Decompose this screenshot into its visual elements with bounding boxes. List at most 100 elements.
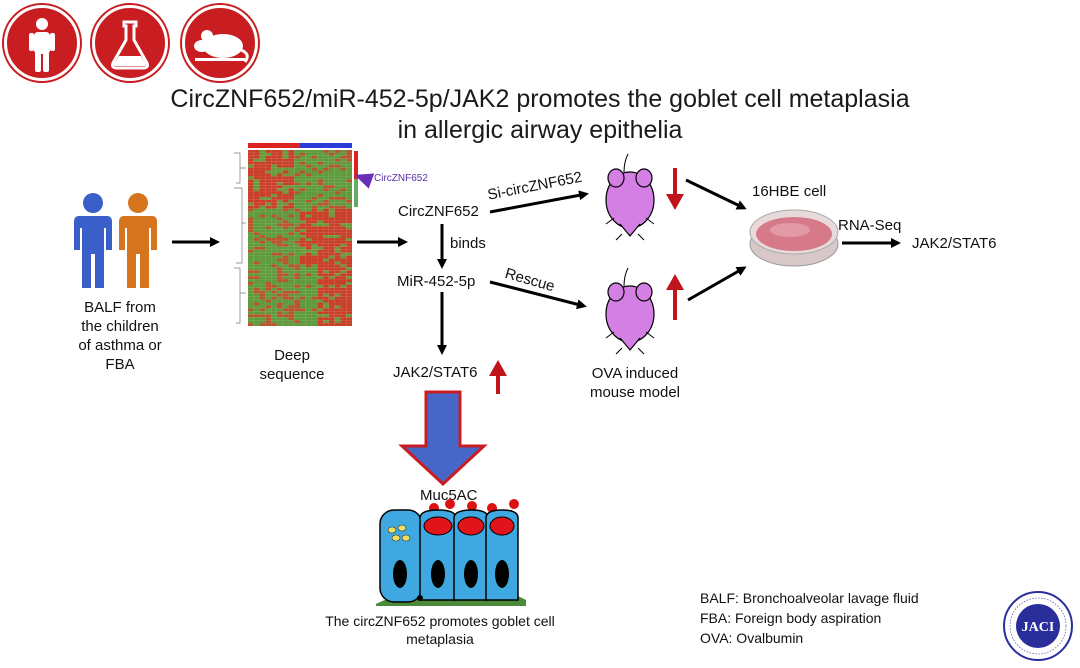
heatmap-cell bbox=[305, 290, 312, 294]
heatmap-cell bbox=[259, 273, 266, 277]
heatmap-cell bbox=[317, 232, 324, 236]
heatmap-cell bbox=[276, 255, 283, 259]
heatmap-cell bbox=[294, 308, 300, 312]
heatmap-cell bbox=[346, 317, 352, 321]
heatmap-cell bbox=[259, 188, 266, 192]
heatmap-cell bbox=[311, 317, 318, 321]
heatmap-cell bbox=[328, 158, 335, 162]
heatmap-cell bbox=[253, 261, 260, 265]
heatmap-cell bbox=[328, 214, 335, 218]
heatmap-cell bbox=[282, 293, 289, 297]
heatmap-cell bbox=[305, 182, 312, 186]
heatmap-cell bbox=[300, 208, 306, 212]
heatmap-cell bbox=[323, 249, 329, 253]
heatmap-cell bbox=[294, 279, 300, 282]
heatmap-cell bbox=[276, 173, 283, 177]
heatmap-cell bbox=[305, 235, 312, 238]
heatmap-cell bbox=[305, 267, 312, 271]
patients-label-line: BALF from bbox=[84, 299, 156, 316]
heatmap-cell bbox=[282, 226, 289, 230]
heatmap-cell bbox=[259, 194, 266, 197]
heatmap-cell bbox=[282, 264, 289, 268]
heatmap-cell bbox=[248, 261, 254, 265]
heatmap-cell bbox=[265, 284, 272, 288]
heatmap-cell bbox=[300, 226, 306, 230]
heatmap-cell bbox=[259, 243, 266, 247]
heatmap-cell bbox=[271, 317, 277, 321]
heatmap-cell bbox=[300, 240, 306, 244]
heatmap-cell bbox=[300, 296, 306, 300]
heatmap-cell bbox=[259, 279, 266, 282]
heatmap-cell bbox=[265, 252, 272, 256]
heatmap-cell bbox=[323, 170, 329, 174]
heatmap-cell bbox=[248, 270, 254, 274]
heatmap-cell bbox=[317, 238, 324, 241]
heatmap-cell bbox=[276, 167, 283, 171]
heatmap-cell bbox=[317, 264, 324, 268]
heatmap-cell bbox=[282, 308, 289, 312]
heatmap-cell bbox=[265, 179, 272, 183]
heatmap-cell bbox=[305, 282, 312, 285]
heatmap-cell bbox=[265, 164, 272, 168]
heatmap-cell bbox=[259, 179, 266, 183]
heatmap-cell bbox=[265, 308, 272, 312]
heatmap-cell bbox=[305, 317, 312, 321]
heatmap-cell bbox=[305, 185, 312, 189]
heatmap-cell bbox=[334, 255, 341, 259]
heatmap-cell bbox=[323, 287, 329, 291]
heatmap-cell bbox=[294, 226, 300, 230]
heatmap bbox=[234, 143, 358, 326]
heatmap-cell bbox=[288, 220, 295, 224]
heatmap-cell bbox=[294, 293, 300, 297]
heatmap-cell bbox=[271, 264, 277, 268]
heatmap-cell bbox=[259, 217, 266, 221]
heatmap-cell bbox=[276, 293, 283, 297]
heatmap-cell bbox=[346, 261, 352, 265]
heatmap-cell bbox=[334, 287, 341, 291]
heatmap-cell bbox=[334, 155, 341, 159]
heatmap-cell bbox=[340, 214, 347, 218]
heatmap-cell bbox=[294, 311, 300, 315]
heatmap-cell bbox=[311, 167, 318, 171]
heatmap-cell bbox=[311, 150, 318, 153]
heatmap-cell bbox=[317, 323, 324, 326]
heatmap-cell bbox=[265, 270, 272, 274]
heatmap-cell bbox=[265, 261, 272, 265]
heatmap-cell bbox=[248, 158, 254, 162]
heatmap-cell bbox=[259, 320, 266, 324]
heatmap-cell bbox=[317, 152, 324, 156]
heatmap-cell bbox=[334, 191, 341, 194]
heatmap-cell bbox=[334, 158, 341, 162]
heatmap-cell bbox=[253, 158, 260, 162]
heatmap-cell bbox=[248, 258, 254, 262]
heatmap-cell bbox=[271, 282, 277, 285]
heatmap-cell bbox=[340, 264, 347, 268]
heatmap-cell bbox=[276, 276, 283, 280]
heatmap-cell bbox=[265, 276, 272, 280]
heatmap-cell bbox=[253, 284, 260, 288]
heatmap-cell bbox=[300, 287, 306, 291]
heatmap-cell bbox=[282, 320, 289, 324]
heatmap-cell bbox=[300, 243, 306, 247]
heatmap-cell bbox=[253, 188, 260, 192]
heatmap-cell bbox=[334, 182, 341, 186]
heatmap-cell bbox=[323, 205, 329, 209]
heatmap-cell bbox=[323, 273, 329, 277]
heatmap-scale-top bbox=[354, 151, 358, 179]
heatmap-cell bbox=[282, 317, 289, 321]
heatmap-cell bbox=[259, 302, 266, 306]
heatmap-cell bbox=[253, 167, 260, 171]
heatmap-cell bbox=[334, 270, 341, 274]
heatmap-cell bbox=[265, 173, 272, 177]
heatmap-cell bbox=[282, 232, 289, 236]
heatmap-cell bbox=[288, 208, 295, 212]
heatmap-cell bbox=[288, 279, 295, 282]
heatmap-cell bbox=[346, 194, 352, 197]
heatmap-cell bbox=[328, 226, 335, 230]
heatmap-cell bbox=[323, 164, 329, 168]
heatmap-cell bbox=[294, 194, 300, 197]
heatmap-cell bbox=[294, 214, 300, 218]
heatmap-cell bbox=[265, 279, 272, 282]
heatmap-cell bbox=[340, 155, 347, 159]
heatmap-cell bbox=[288, 258, 295, 262]
